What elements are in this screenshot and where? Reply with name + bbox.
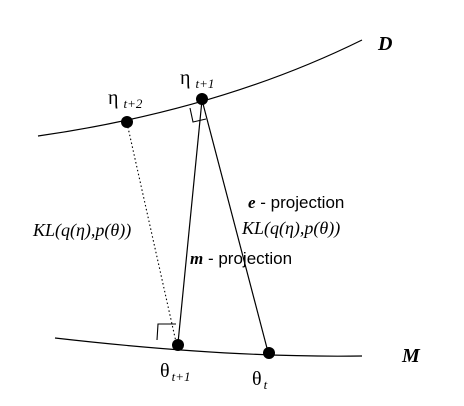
right-angle-marker-lower xyxy=(156,323,176,341)
m-projection-line xyxy=(177,99,203,344)
e-projection-label: e - projection xyxy=(248,193,344,212)
e-projection-line xyxy=(201,99,269,353)
point-eta-t2 xyxy=(121,116,133,128)
kl-label-left: KL(q(η),p(θ)) xyxy=(32,220,131,241)
m-projection-label: m - projection xyxy=(190,249,292,268)
manifold-d-label: D xyxy=(377,33,392,55)
manifold-d-curve xyxy=(37,39,363,137)
point-theta-t1 xyxy=(172,339,184,351)
point-theta-t xyxy=(263,347,275,359)
right-angle-marker-upper xyxy=(189,107,207,123)
point-eta-t1 xyxy=(196,93,208,105)
kl-label-right: KL(q(η),p(θ)) xyxy=(241,218,340,239)
dotted-projection-line xyxy=(126,122,177,343)
manifold-m-label: M xyxy=(401,345,421,367)
manifold-m-curve xyxy=(54,337,363,357)
